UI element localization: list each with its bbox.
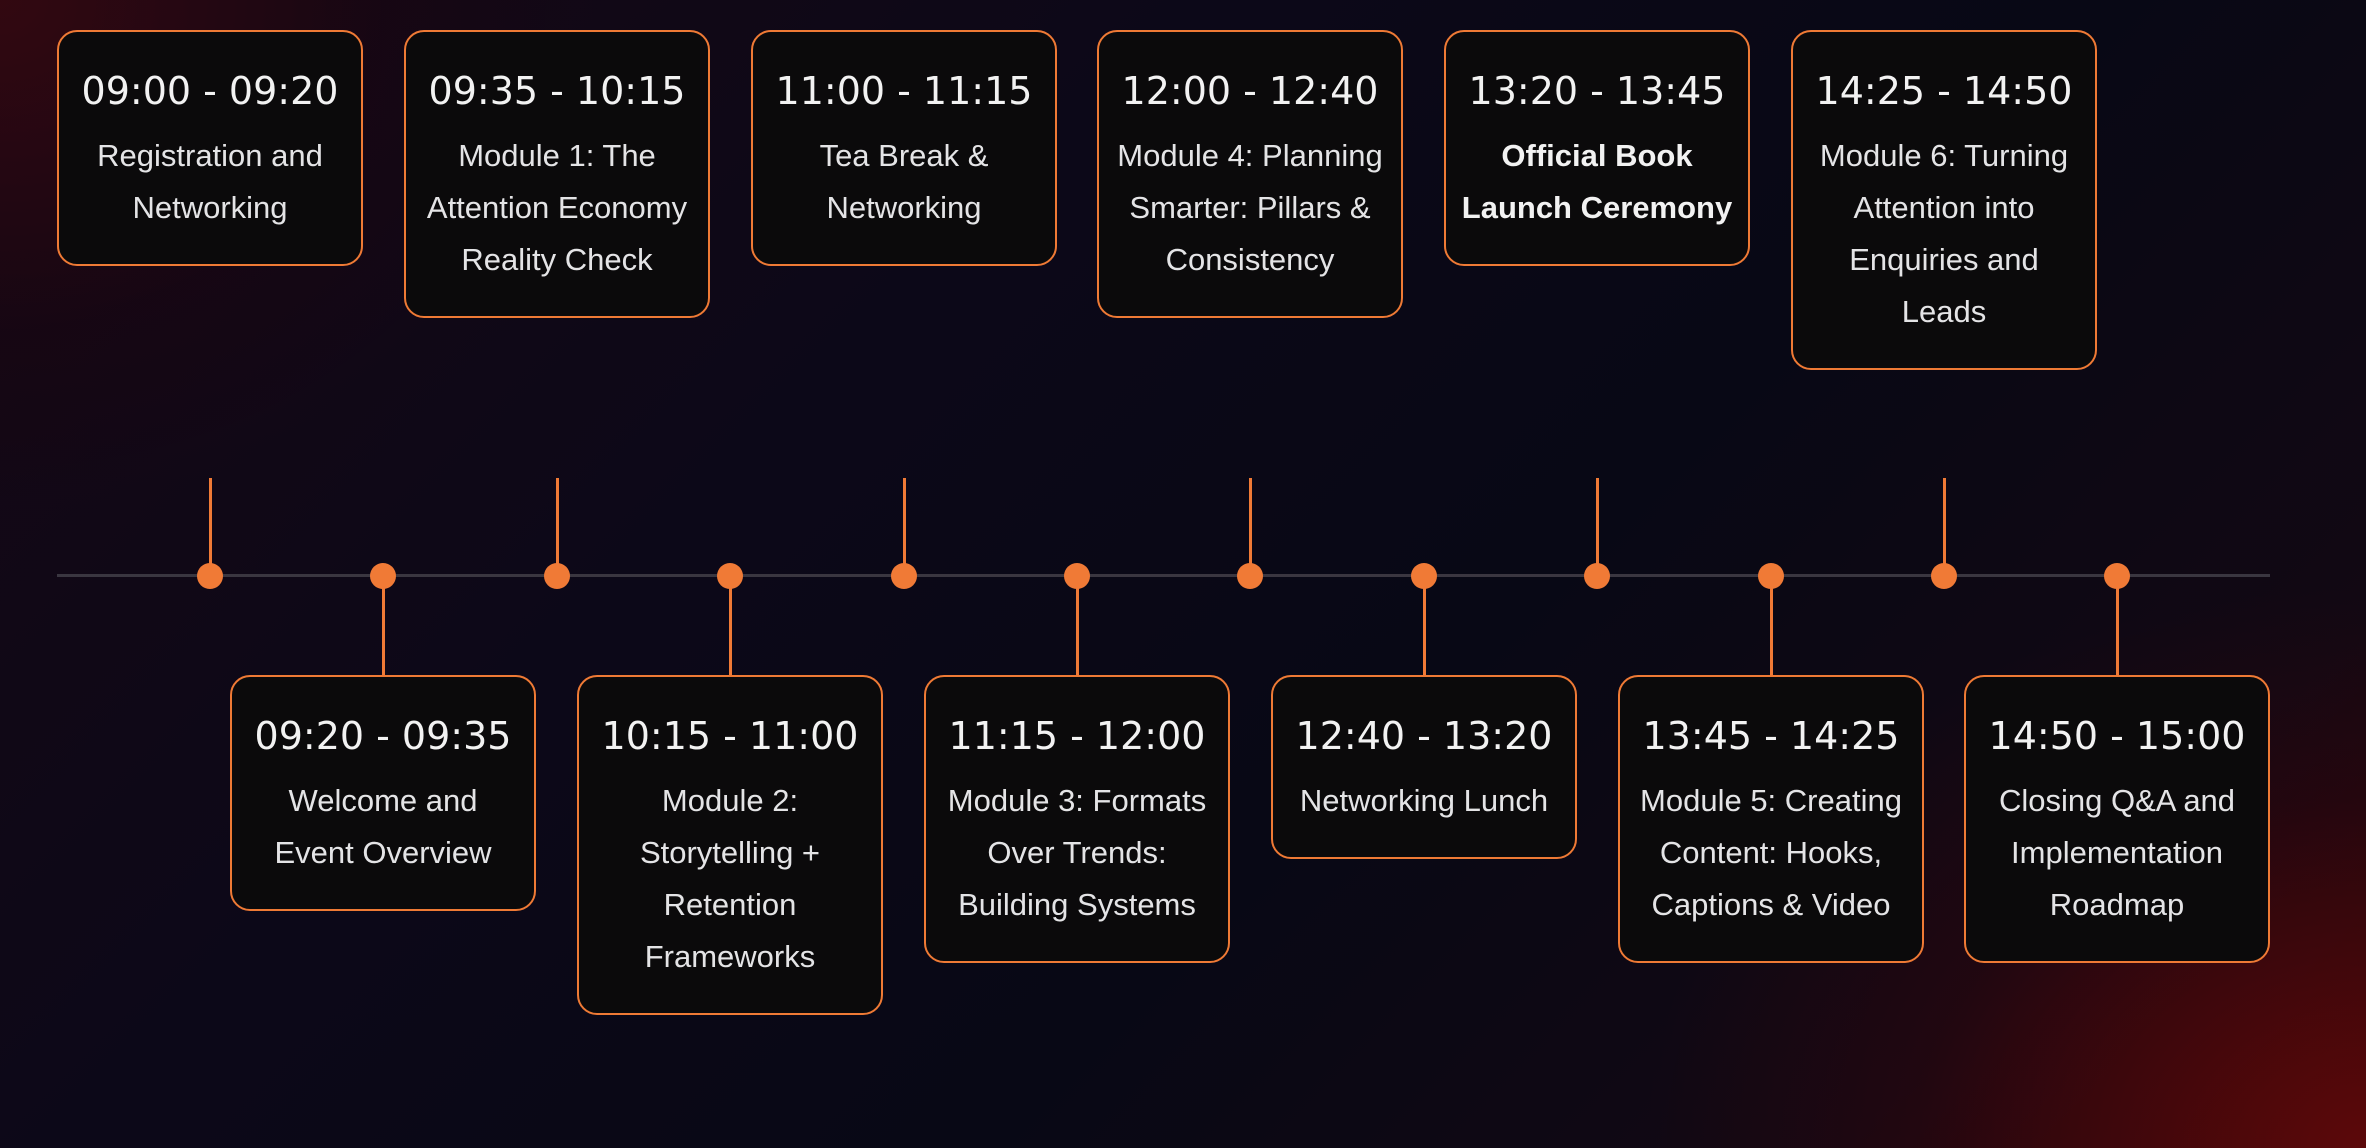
session-title: Welcome and Event Overview xyxy=(274,783,492,870)
session-time: 09:20 - 09:35 xyxy=(254,714,512,758)
timeline-dot xyxy=(1584,563,1610,589)
timeline-dot xyxy=(1758,563,1784,589)
timeline-dot xyxy=(370,563,396,589)
timeline-dot xyxy=(544,563,570,589)
session-time: 10:15 - 11:00 xyxy=(601,714,859,758)
timeline-axis xyxy=(57,574,2270,577)
session-time: 13:20 - 13:45 xyxy=(1468,69,1726,113)
timeline-dot xyxy=(1411,563,1437,589)
timeline-dot xyxy=(717,563,743,589)
timeline-dot xyxy=(1237,563,1263,589)
timeline-connector xyxy=(729,575,732,675)
timeline-connector xyxy=(1076,575,1079,675)
timeline-connector xyxy=(209,478,212,575)
timeline-dot xyxy=(1931,563,1957,589)
session-time: 09:00 - 09:20 xyxy=(81,69,339,113)
session-time: 12:00 - 12:40 xyxy=(1121,69,1379,113)
session-time: 13:45 - 14:25 xyxy=(1642,714,1900,758)
session-time: 12:40 - 13:20 xyxy=(1295,714,1553,758)
timeline-connector xyxy=(556,478,559,575)
session-time: 14:25 - 14:50 xyxy=(1815,69,2073,113)
timeline-connector xyxy=(2116,575,2119,675)
timeline-connector xyxy=(1943,478,1946,575)
timeline-dot xyxy=(2104,563,2130,589)
session-title: Module 5: Creating Content: Hooks, Capti… xyxy=(1640,783,1902,922)
session-title: Networking Lunch xyxy=(1299,783,1549,818)
session-time: 14:50 - 15:00 xyxy=(1988,714,2246,758)
session-title: Closing Q&A and Implementation Roadmap xyxy=(1998,783,2236,922)
timeline-connector xyxy=(1596,478,1599,575)
timeline-connector xyxy=(903,478,906,575)
timeline-connector xyxy=(382,575,385,675)
timeline-connector xyxy=(1249,478,1252,575)
session-title: Module 6: Turning Attention into Enquiri… xyxy=(1819,138,2069,329)
session-title: Registration and Networking xyxy=(97,138,323,225)
timeline-dot xyxy=(197,563,223,589)
session-time: 11:00 - 11:15 xyxy=(775,69,1033,113)
session-title: Module 2: Storytelling + Retention Frame… xyxy=(639,783,821,974)
session-title: Tea Break & Networking xyxy=(819,138,989,225)
timeline-dot xyxy=(891,563,917,589)
timeline-dot xyxy=(1064,563,1090,589)
session-title: Module 3: Formats Over Trends: Building … xyxy=(947,783,1207,922)
session-time: 09:35 - 10:15 xyxy=(428,69,686,113)
timeline-connector xyxy=(1423,575,1426,675)
session-time: 11:15 - 12:00 xyxy=(948,714,1206,758)
session-title: Official Book Launch Ceremony xyxy=(1461,138,1733,225)
session-title: Module 4: Planning Smarter: Pillars & Co… xyxy=(1117,138,1383,277)
timeline-connector xyxy=(1770,575,1773,675)
session-title: Module 1: The Attention Economy Reality … xyxy=(426,138,688,277)
